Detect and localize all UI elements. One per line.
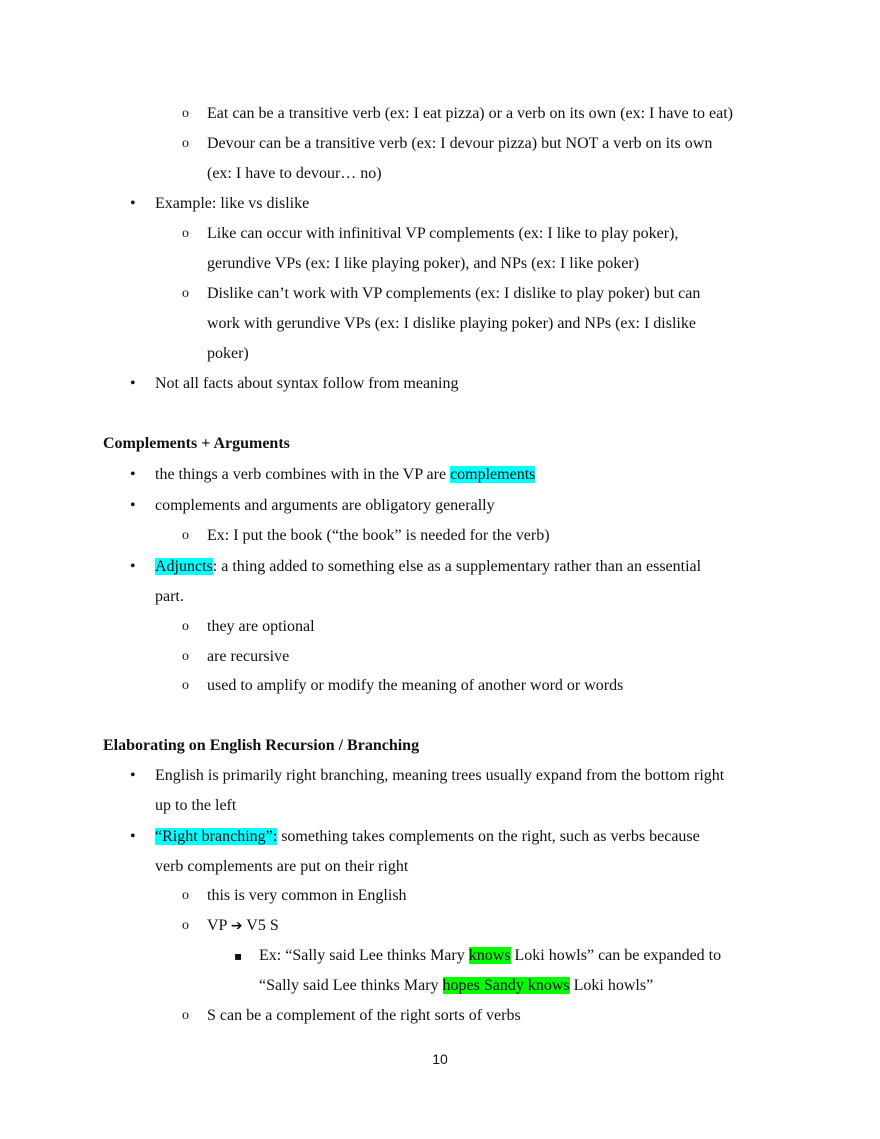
sub-bullet-icon: o [182,286,189,301]
highlighted-term: Adjuncts [155,558,213,575]
highlighted-term: complements [450,466,536,483]
text-line: complements and arguments are obligatory… [155,497,495,514]
text-line: Eat can be a transitive verb (ex: I eat … [207,105,733,122]
text-line: verb complements are put on their right [155,858,409,875]
bullet-icon: • [130,497,136,514]
text-segment: : a thing added to something else as a s… [212,558,702,575]
text-line: the things a verb combines with in the V… [155,465,536,485]
sub-bullet-icon: o [182,528,189,543]
text-line: Ex: “Sally said Lee thinks Mary knows Lo… [259,946,721,966]
bullet-icon: • [130,558,136,575]
square-bullet-icon: ▪ [234,949,243,963]
text-segment: Loki howls” [569,977,654,994]
sub-bullet-icon: o [182,136,189,151]
arrow-right-icon: ➔ [230,918,243,934]
highlighted-term: “Right branching”: [155,828,278,845]
text-line: VP ➔ V5 S [207,916,279,936]
text-line: “Right branching”: something takes compl… [155,827,700,847]
text-segment: something takes complements on the right… [277,828,700,845]
text-line: are recursive [207,648,290,665]
text-segment: Loki howls” can be expanded to [510,947,722,964]
text-line: they are optional [207,618,315,635]
text-line: gerundive VPs (ex: I like playing poker)… [207,255,640,272]
sub-bullet-icon: o [182,678,189,693]
text-segment: “Sally said Lee thinks Mary [259,977,443,994]
text-line: “Sally said Lee thinks Mary hopes Sandy … [259,976,653,996]
text-line: English is primarily right branching, me… [155,767,725,784]
text-line: Not all facts about syntax follow from m… [155,375,459,392]
text-segment: VP [207,917,231,934]
highlighted-term: hopes Sandy knows [442,977,570,994]
bullet-icon: • [130,828,136,845]
text-line: Devour can be a transitive verb (ex: I d… [207,135,713,152]
text-line: Like can occur with infinitival VP compl… [207,225,679,242]
text-line: Ex: I put the book (“the book” is needed… [207,527,550,544]
bullet-icon: • [130,195,136,212]
text-line: up to the left [155,797,237,814]
section-heading: Complements + Arguments [103,435,290,452]
bullet-icon: • [130,375,136,392]
sub-bullet-icon: o [182,888,189,903]
text-line: Dislike can’t work with VP complements (… [207,285,701,302]
sub-bullet-icon: o [182,106,189,121]
sub-bullet-icon: o [182,1008,189,1023]
sub-bullet-icon: o [182,226,189,241]
text-line: Example: like vs dislike [155,195,310,212]
bullet-icon: • [130,767,136,784]
text-line: (ex: I have to devour… no) [207,165,382,182]
text-segment: the things a verb combines with in the V… [155,466,451,483]
section-heading: Elaborating on English Recursion / Branc… [103,737,420,754]
text-segment: V5 S [242,917,279,934]
text-line: work with gerundive VPs (ex: I dislike p… [207,315,696,332]
page-number: 10 [432,1051,448,1067]
bullet-icon: • [130,466,136,483]
sub-bullet-icon: o [182,619,189,634]
text-line: this is very common in English [207,887,407,904]
text-segment: Ex: “Sally said Lee thinks Mary [259,947,469,964]
text-line: used to amplify or modify the meaning of… [207,677,624,694]
highlighted-term: knows [468,947,511,964]
text-line: part. [155,588,184,605]
sub-bullet-icon: o [182,649,189,664]
sub-bullet-icon: o [182,918,189,933]
text-line: Adjuncts: a thing added to something els… [155,557,701,577]
text-line: poker) [207,345,249,362]
text-line: S can be a complement of the right sorts… [207,1007,521,1024]
